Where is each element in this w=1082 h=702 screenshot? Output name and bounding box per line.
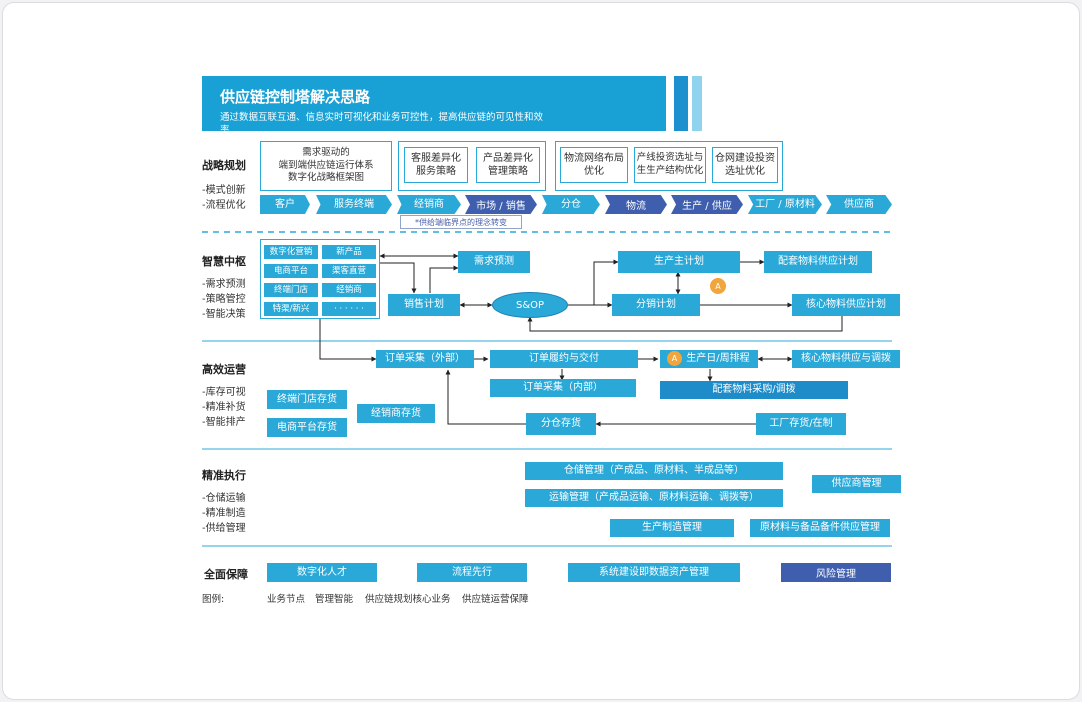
transport-management-node[interactable]: 运输管理（产成品运输、原材料运输、调拨等） bbox=[525, 489, 783, 507]
section-sub: -智能排产 bbox=[202, 417, 246, 428]
master-production-plan-node[interactable]: 生产主计划 bbox=[618, 251, 740, 273]
page-subtitle: 通过数据互联互通、信息实时可视化和业务可控性，提高供应链的可见性和效率 bbox=[220, 112, 544, 131]
legend-business-node: 业务节点 bbox=[267, 594, 306, 605]
badge-a-icon: A bbox=[667, 351, 682, 366]
risk-management-node[interactable]: 风险管理 bbox=[781, 563, 891, 582]
plant-investment-box: 产线投资选址与 生生产结构优化 bbox=[634, 147, 706, 183]
chain-factory-material[interactable]: 工厂 / 原材料 bbox=[748, 195, 822, 214]
header-stripe-2 bbox=[692, 76, 702, 131]
chain-note: *供给端临界点的理念转变 bbox=[400, 215, 522, 229]
system-data-asset-node[interactable]: 系统建设即数据资产管理 bbox=[568, 563, 740, 582]
channel-digital-marketing[interactable]: 数字化营销 bbox=[264, 245, 318, 259]
section-guarantee-title: 全面保障 bbox=[204, 568, 248, 581]
section-sub: -流程优化 bbox=[202, 200, 246, 211]
sop-node[interactable]: S&OP bbox=[492, 292, 568, 318]
distribution-plan-node[interactable]: 分销计划 bbox=[612, 294, 700, 316]
section-title: 高效运营 bbox=[202, 363, 246, 376]
section-title: 智慧中枢 bbox=[202, 255, 246, 268]
raw-material-management-node[interactable]: 原材料与备品备件供应管理 bbox=[750, 519, 890, 537]
legend-core-planning: 供应链规划核心业务 bbox=[365, 594, 451, 605]
warehouse-management-node[interactable]: 仓储管理（产成品、原材料、半成品等） bbox=[525, 462, 783, 480]
material-procurement-node[interactable]: 配套物料采购/调拨 bbox=[660, 381, 848, 399]
factory-inventory-node[interactable]: 工厂存货/在制 bbox=[756, 413, 846, 435]
digital-talent-node[interactable]: 数字化人才 bbox=[267, 563, 377, 582]
warehouse-inventory-node[interactable]: 分仓存货 bbox=[526, 413, 596, 435]
channel-dealer[interactable]: 经销商 bbox=[322, 283, 376, 297]
section-sub: -模式创新 bbox=[202, 185, 246, 196]
section-sub: -需求预测 bbox=[202, 279, 246, 290]
chain-supplier[interactable]: 供应商 bbox=[826, 195, 892, 214]
channel-ecommerce[interactable]: 电商平台 bbox=[264, 264, 318, 278]
strategy-framework-box: 需求驱动的 端到端供应链运行体系 数字化战略框架图 bbox=[262, 143, 390, 189]
section-exec: 精准执行 -仓储运输 -精准制造 -供给管理 bbox=[202, 467, 246, 536]
section-sub: -智能决策 bbox=[202, 309, 246, 320]
product-strategy-box: 产品差异化 管理策略 bbox=[476, 147, 540, 183]
legend-label: 图例: bbox=[202, 594, 225, 605]
section-sub: -供给管理 bbox=[202, 523, 246, 534]
service-strategy-box: 客服差异化 服务策略 bbox=[404, 147, 468, 183]
section-ops: 高效运营 -库存可视 -精准补货 -智能排产 bbox=[202, 361, 246, 430]
logistics-network-box: 物流网络布局 优化 bbox=[560, 147, 628, 183]
chain-market-sales[interactable]: 市场 / 销售 bbox=[465, 195, 537, 214]
section-sub: -精准补货 bbox=[202, 402, 246, 413]
daily-schedule-label: 生产日/周排程 bbox=[686, 353, 750, 364]
badge-a-icon: A bbox=[710, 278, 726, 294]
sales-plan-node[interactable]: 销售计划 bbox=[388, 294, 460, 316]
legend-ops-guarantee: 供应链运营保障 bbox=[462, 594, 529, 605]
order-collection-internal-node[interactable]: 订单采集（内部） bbox=[490, 379, 636, 397]
section-sub: -库存可视 bbox=[202, 387, 246, 398]
section-title: 精准执行 bbox=[202, 469, 246, 482]
material-supply-plan-node[interactable]: 配套物料供应计划 bbox=[764, 251, 872, 273]
channel-special[interactable]: 特渠/新兴 bbox=[264, 302, 318, 316]
chain-dealer[interactable]: 经销商 bbox=[397, 195, 461, 214]
process-first-node[interactable]: 流程先行 bbox=[417, 563, 527, 582]
chain-customer[interactable]: 客户 bbox=[260, 195, 310, 214]
header-stripe-1 bbox=[674, 76, 688, 131]
section-sub: -仓储运输 bbox=[202, 493, 246, 504]
demand-forecast-node[interactable]: 需求预测 bbox=[458, 251, 530, 273]
section-sub: -策略管控 bbox=[202, 294, 246, 305]
order-collection-external-node[interactable]: 订单采集（外部） bbox=[376, 350, 474, 368]
terminal-store-inventory-node[interactable]: 终端门店存货 bbox=[267, 390, 347, 409]
manufacturing-management-node[interactable]: 生产制造管理 bbox=[610, 519, 734, 537]
chain-warehouse[interactable]: 分仓 bbox=[542, 195, 600, 214]
channel-terminal-store[interactable]: 终端门店 bbox=[264, 283, 318, 297]
core-material-plan-node[interactable]: 核心物料供应计划 bbox=[792, 294, 900, 316]
header-banner: 供应链控制塔解决思路 通过数据互联互通、信息实时可视化和业务可控性，提高供应链的… bbox=[202, 76, 666, 131]
section-strategy: 战略规划 -模式创新 -流程优化 bbox=[202, 157, 246, 213]
dealer-inventory-node[interactable]: 经销商存货 bbox=[357, 404, 435, 423]
daily-schedule-node[interactable]: A 生产日/周排程 bbox=[660, 350, 758, 368]
core-material-allocation-node[interactable]: 核心物料供应与调拨 bbox=[792, 350, 900, 368]
supplier-management-node[interactable]: 供应商管理 bbox=[812, 475, 901, 493]
channel-direct[interactable]: 渠客直营 bbox=[322, 264, 376, 278]
page-title: 供应链控制塔解决思路 bbox=[220, 88, 371, 106]
section-sub: -精准制造 bbox=[202, 508, 246, 519]
section-hub: 智慧中枢 -需求预测 -策略管控 -智能决策 bbox=[202, 253, 246, 322]
legend-management-intelligence: 管理智能 bbox=[315, 594, 354, 605]
channel-more[interactable]: · · · · · · bbox=[322, 302, 376, 316]
chain-logistics[interactable]: 物流 bbox=[605, 195, 667, 214]
chain-production-supply[interactable]: 生产 / 供应 bbox=[671, 195, 743, 214]
channel-new-product[interactable]: 新产品 bbox=[322, 245, 376, 259]
order-fulfillment-node[interactable]: 订单履约与交付 bbox=[490, 350, 638, 368]
chain-service-terminal[interactable]: 服务终端 bbox=[316, 195, 392, 214]
warehouse-investment-box: 仓网建设投资 选址优化 bbox=[712, 147, 778, 183]
ecommerce-inventory-node[interactable]: 电商平台存货 bbox=[267, 418, 347, 437]
section-title: 战略规划 bbox=[202, 159, 246, 172]
